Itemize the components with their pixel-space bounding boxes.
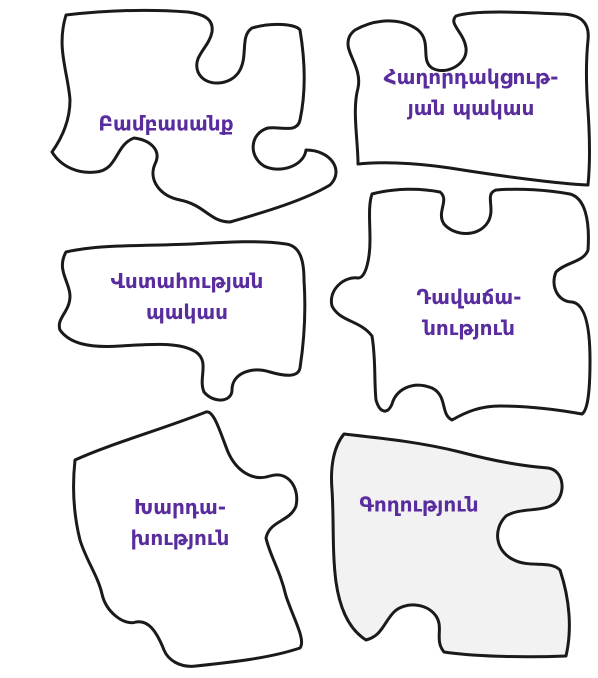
piece-label-line: յան պակաս: [384, 93, 559, 124]
piece-label-line: Հաղորդակցութ-: [384, 62, 559, 93]
piece-label-line: Դավաճա-: [417, 282, 522, 313]
piece-label-line: Խարդա-: [131, 492, 230, 523]
piece-label-line: պակաս: [111, 297, 264, 328]
piece-label-prejudice: Խարդա- խություն: [131, 492, 230, 554]
piece-label-line: Վստահության: [111, 266, 264, 297]
piece-label-line: Բամբասանք: [98, 109, 233, 140]
piece-label-line: խություն: [131, 523, 230, 554]
piece-label-communication-lack: Հաղորդակցութ- յան պակաս: [384, 62, 559, 124]
puzzle-piece-theft: [332, 434, 570, 657]
piece-label-trust-lack: Վստահության պակաս: [111, 266, 264, 328]
piece-label-line: նություն: [417, 313, 522, 344]
piece-label-theft: Գողություն: [359, 490, 478, 521]
piece-label-betrayal: Դավաճա- նություն: [417, 282, 522, 344]
piece-label-line: Գողություն: [359, 490, 478, 521]
piece-label-bambasanq: Բամբասանք: [98, 109, 233, 140]
